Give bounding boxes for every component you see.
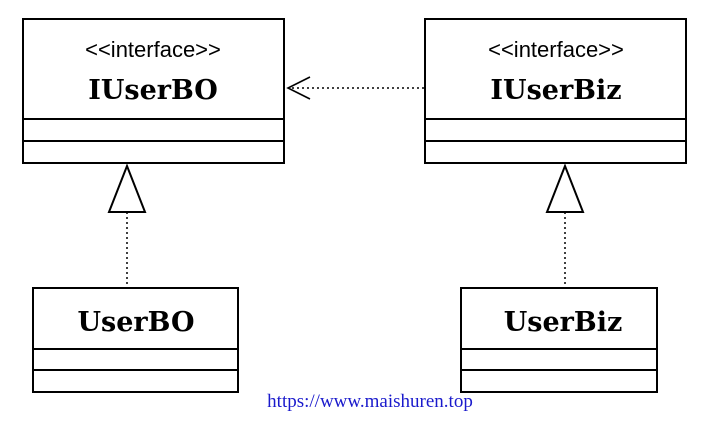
class-iuserbo-name: IUserBO: [88, 75, 218, 106]
class-iuserbiz: <<interface>> IUserBiz: [424, 18, 687, 164]
watermark-url: https://www.maishuren.top: [267, 391, 473, 412]
realization-userbo: [107, 163, 147, 287]
realization-userbo-triangle: [107, 163, 147, 213]
class-userbiz: UserBiz: [460, 287, 658, 393]
class-userbo: UserBO: [32, 287, 239, 393]
class-iuserbo: <<interface>> IUserBO: [22, 18, 285, 164]
dependency-open-arrowhead: [286, 76, 311, 100]
class-userbiz-box: [460, 287, 658, 393]
dependency-arrow: [286, 76, 424, 100]
class-userbiz-name: UserBiz: [504, 307, 623, 338]
class-iuserbiz-name: IUserBiz: [490, 75, 621, 106]
realization-userbiz: [545, 163, 585, 287]
realization-userbiz-triangle: [545, 163, 585, 213]
class-iuserbo-stereotype: <<interface>>: [85, 37, 221, 62]
class-userbo-box: [32, 287, 239, 393]
class-iuserbiz-box: [424, 18, 687, 164]
class-iuserbo-box: [22, 18, 285, 164]
class-iuserbiz-stereotype: <<interface>>: [488, 37, 624, 62]
class-userbo-name: UserBO: [78, 307, 195, 338]
